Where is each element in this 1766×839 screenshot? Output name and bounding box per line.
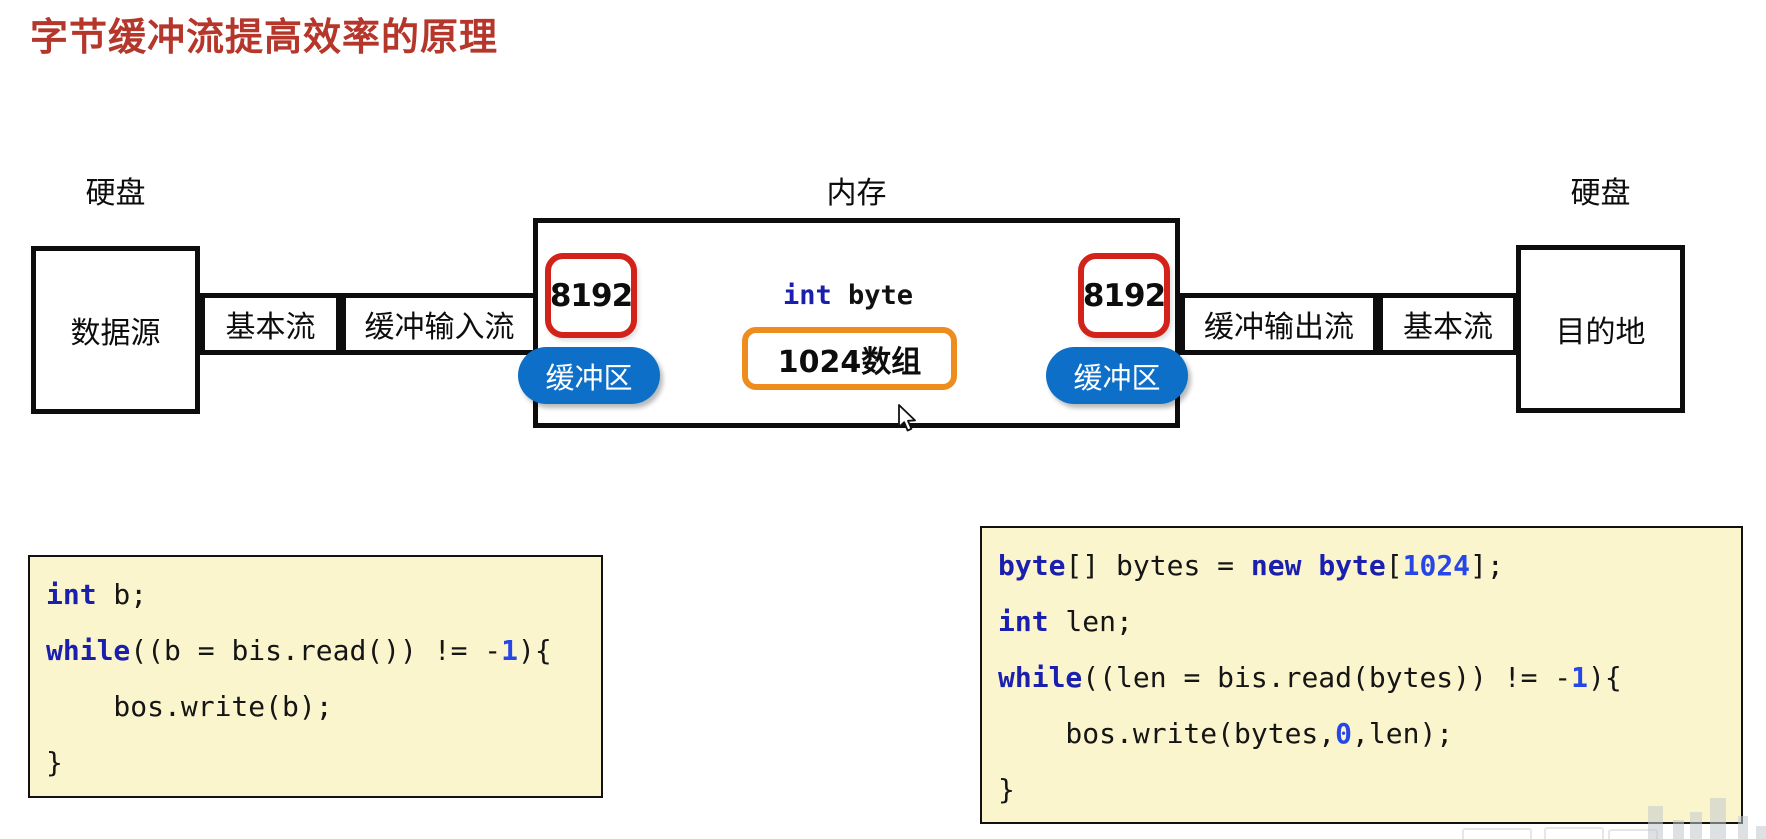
node-buffered-output-stream-label: 缓冲输出流: [1204, 310, 1354, 345]
code-token: ((b = bis.read()) != -: [130, 634, 502, 667]
code-line: while((len = bis.read(bytes)) != -1){: [998, 650, 1725, 706]
code-token: }: [46, 746, 63, 779]
node-basic-stream-left: 基本流: [200, 293, 341, 355]
zone-label-disk-left: 硬盘: [85, 176, 146, 211]
node-buffered-input-stream: 缓冲输入流: [341, 293, 538, 355]
code-block-single-byte: int b;while((b = bis.read()) != -1){ bos…: [28, 555, 603, 798]
code-token: byte: [998, 549, 1066, 582]
watermark-fragment: [1690, 812, 1702, 839]
node-data-source: 数据源: [31, 246, 200, 414]
array-box-label: 1024数组: [777, 344, 922, 380]
code-line: }: [46, 735, 585, 791]
node-basic-stream-left-label: 基本流: [225, 310, 316, 345]
buffer-size-right-value: 8192: [1082, 277, 1166, 314]
array-box: 1024数组: [742, 327, 957, 390]
buffer-size-badge-left: 8192: [545, 253, 637, 338]
watermark-fragment: [1710, 798, 1726, 839]
code-token: [: [1385, 549, 1403, 582]
code-token: }: [998, 773, 1015, 806]
watermark-fragment: [1648, 806, 1663, 839]
code-token: bos.write(bytes,: [998, 717, 1336, 750]
code-token: ){: [1588, 661, 1622, 694]
code-token: while: [46, 634, 131, 667]
zone-label-disk-right: 硬盘: [1570, 176, 1631, 211]
code-token: 1: [1571, 661, 1589, 694]
code-line: bos.write(b);: [46, 679, 585, 735]
memory-var-declaration: int byte: [738, 280, 958, 311]
code-token: 1024: [1402, 549, 1471, 582]
var-space: [832, 280, 848, 311]
watermark-fragment: [1673, 820, 1684, 839]
watermark-fragment: [1756, 826, 1766, 839]
code-token: ((len = bis.read(bytes)) != -: [1082, 661, 1572, 694]
mouse-cursor-icon: [898, 404, 916, 432]
code-token: int: [46, 578, 97, 611]
code-token: ){: [518, 634, 552, 667]
code-block-byte-array: byte[] bytes = new byte[1024];int len;wh…: [980, 526, 1743, 824]
code-line: }: [998, 762, 1725, 818]
code-token: int: [998, 605, 1049, 638]
buffer-pill-left: 缓冲区: [518, 347, 660, 404]
code-token: 0: [1335, 717, 1353, 750]
node-basic-stream-right: 基本流: [1378, 293, 1518, 355]
code-token: new: [1250, 549, 1302, 582]
node-destination-label: 目的地: [1555, 315, 1646, 350]
node-data-source-label: 数据源: [70, 316, 161, 351]
code-line: byte[] bytes = new byte[1024];: [998, 538, 1725, 594]
watermark-fragment: [1544, 827, 1604, 839]
watermark-fragment: [1738, 816, 1748, 839]
node-buffered-output-stream: 缓冲输出流: [1180, 293, 1378, 355]
buffer-size-badge-right: 8192: [1078, 253, 1170, 338]
code-token: b;: [96, 578, 148, 611]
var-name: byte: [848, 280, 914, 311]
node-basic-stream-right-label: 基本流: [1403, 310, 1493, 345]
node-buffered-input-stream-label: 缓冲输入流: [364, 310, 515, 345]
var-keyword: int: [782, 280, 832, 311]
buffer-pill-right: 缓冲区: [1046, 347, 1188, 404]
code-token: [1301, 549, 1318, 582]
node-destination: 目的地: [1516, 245, 1685, 413]
code-token: ,len);: [1352, 717, 1454, 750]
watermark-fragment: [1462, 828, 1532, 839]
code-line: while((b = bis.read()) != -1){: [46, 623, 585, 679]
buffer-size-left-value: 8192: [549, 277, 633, 314]
buffer-pill-right-label: 缓冲区: [1073, 360, 1161, 395]
zone-label-memory: 内存: [826, 176, 887, 211]
code-line: int len;: [998, 594, 1725, 650]
buffer-pill-left-label: 缓冲区: [545, 360, 633, 395]
code-token: bos.write(b);: [46, 690, 333, 723]
code-token: while: [998, 661, 1083, 694]
code-token: [] bytes =: [1065, 549, 1251, 582]
code-token: byte: [1318, 549, 1386, 582]
code-token: ];: [1470, 549, 1504, 582]
code-token: 1: [501, 634, 519, 667]
code-line: int b;: [46, 567, 585, 623]
page-title: 字节缓冲流提高效率的原理: [30, 15, 499, 59]
code-token: len;: [1048, 605, 1133, 638]
code-line: bos.write(bytes,0,len);: [998, 706, 1725, 762]
